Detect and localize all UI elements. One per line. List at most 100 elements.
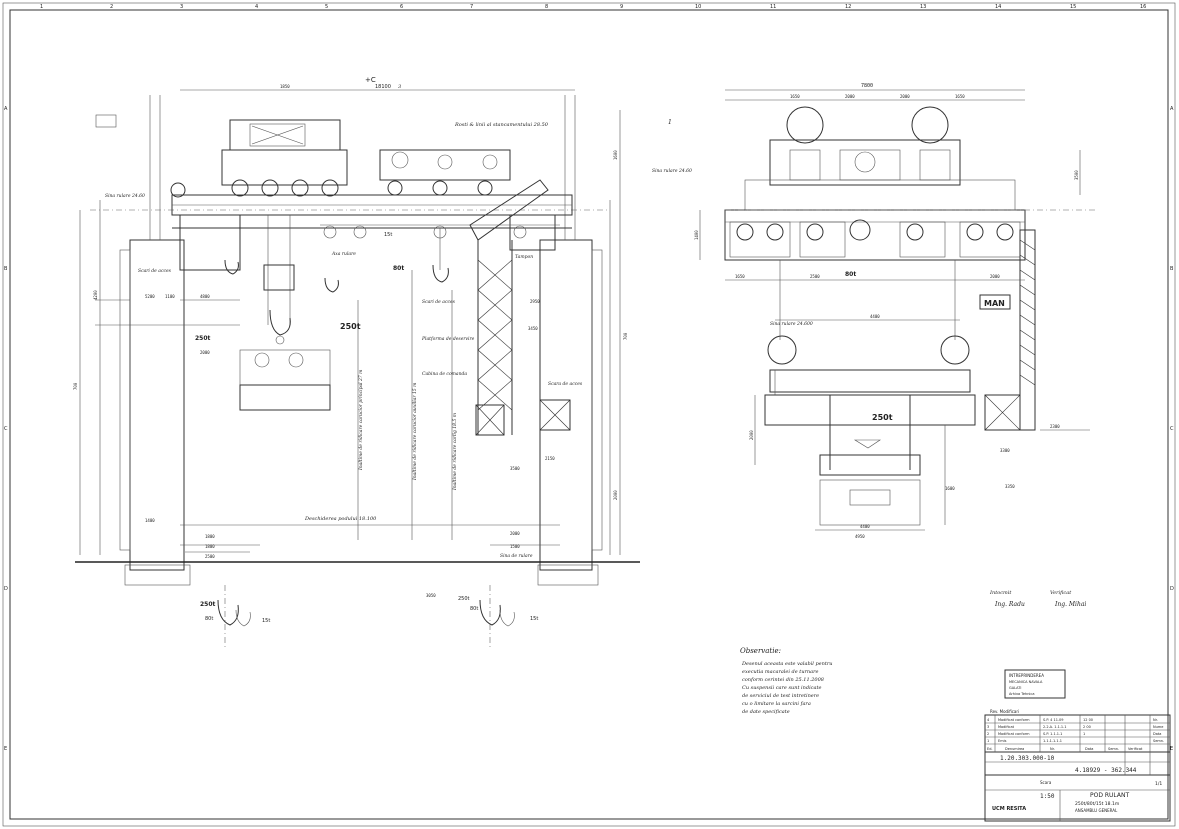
side-label-capacity-small: 80t bbox=[845, 271, 856, 278]
zone-d: D bbox=[4, 586, 8, 592]
right-col-2: Nume bbox=[1153, 725, 1163, 729]
main-hook-block bbox=[239, 215, 331, 411]
aux-trolley bbox=[379, 149, 511, 196]
note-line-5: de serviciul de test intretinere bbox=[742, 693, 819, 699]
label-stairs: Scari de acces bbox=[422, 299, 456, 305]
label-runway-level: Sina rulare 24.60 bbox=[105, 193, 145, 199]
drawing-code: 4.18929 - 362.344 bbox=[1075, 767, 1137, 774]
side-dimension-lines bbox=[699, 89, 1095, 531]
zone-13: 13 bbox=[920, 4, 926, 10]
zone-letters-left: A B C D E bbox=[4, 106, 8, 752]
col-data: Data bbox=[1085, 747, 1093, 751]
zone-3: 3 bbox=[180, 4, 183, 10]
zone-d-right: D bbox=[1170, 586, 1174, 592]
dim-14: 1400 bbox=[145, 518, 155, 523]
rev-4-num: 1 bbox=[987, 739, 989, 743]
aux-hook bbox=[224, 228, 449, 293]
side-subdim-3: 2000 bbox=[900, 94, 910, 99]
rev-2-desc: Modificat bbox=[998, 725, 1015, 729]
marker-3: 3 bbox=[398, 84, 401, 90]
note-line-2: executia macaralei de turnare bbox=[742, 669, 819, 675]
man-box: MAN bbox=[979, 294, 1011, 310]
side-dim-v3: 2000 bbox=[749, 430, 754, 440]
side-dim-6: 4950 bbox=[855, 534, 865, 539]
dim-top-span: 18100 bbox=[375, 84, 391, 90]
dim-vertical-4: 700 bbox=[623, 332, 628, 340]
side-dim-10: 3350 bbox=[1005, 484, 1015, 489]
side-dim-3: 4400 bbox=[870, 314, 880, 319]
title-line-1: POD RULANT bbox=[1090, 792, 1130, 799]
side-dim-4: 2000 bbox=[990, 274, 1000, 279]
label-capacity-aux: 80t bbox=[393, 265, 404, 272]
rev-3-desc: Modificat conform bbox=[998, 732, 1030, 736]
dim-7: 3450 bbox=[528, 326, 538, 331]
side-label-runway: Sina rulare 24.600 bbox=[770, 321, 813, 327]
zone-9: 9 bbox=[620, 4, 623, 10]
title-block: Rev. Modificari 4 Modificat conform S.P.… bbox=[984, 709, 1171, 822]
scale-label: Scara bbox=[1040, 780, 1052, 785]
rev-1-desc: Modificat conform bbox=[998, 718, 1030, 722]
zone-12: 12 bbox=[845, 4, 851, 10]
note-line-6: cu o limitare la sarcini fara bbox=[742, 701, 811, 707]
label-left-access: Scari de acces bbox=[138, 268, 172, 274]
walkway-platform bbox=[320, 224, 560, 239]
zone-15: 15 bbox=[1070, 4, 1076, 10]
side-dim-top: 7800 bbox=[861, 83, 873, 89]
zone-e-right: E bbox=[1170, 746, 1173, 752]
zone-16: 16 bbox=[1140, 4, 1146, 10]
side-subdim-4: 1650 bbox=[955, 94, 965, 99]
access-stairs bbox=[469, 179, 571, 436]
stamp-line-4: Arhiva Tehnica bbox=[1009, 692, 1034, 696]
label-platform: Platforma de deservire bbox=[421, 336, 475, 342]
side-label-rail: Sina rulare 24.60 bbox=[652, 168, 692, 174]
dim-4: 4800 bbox=[200, 294, 210, 299]
building-columns bbox=[90, 95, 610, 571]
load-hook-4: 250t bbox=[458, 596, 470, 602]
title-line-3: ANSAMBLU GENERAL bbox=[1075, 808, 1118, 813]
side-dim-9: 1600 bbox=[945, 486, 955, 491]
floor-line bbox=[75, 561, 640, 586]
drawing-number: 1.20.303.000-10 bbox=[1000, 755, 1055, 762]
side-dimension-values: 1650 2000 2000 1650 1650 2500 4400 2000 … bbox=[694, 94, 1079, 539]
side-view-labels: 7800 1 Sina rulare 24.60 Sina rulare 24.… bbox=[652, 83, 893, 422]
label-axis: Axa rulare bbox=[331, 251, 356, 257]
side-marker-1: 1 bbox=[668, 119, 672, 126]
zone-6: 6 bbox=[400, 4, 403, 10]
rev-2-num: 3 bbox=[987, 725, 989, 729]
dim-2: 5200 bbox=[145, 294, 155, 299]
zone-2: 2 bbox=[110, 4, 113, 10]
load-hook-1: 250t bbox=[200, 601, 216, 608]
rev-2-date: 2 00 bbox=[1083, 725, 1091, 729]
lower-hook-positions bbox=[217, 585, 515, 650]
label-lift-aux: Inaltime de ridicare carucior auxiliar 1… bbox=[412, 383, 418, 481]
main-trolley bbox=[170, 119, 348, 198]
note-line-7: de date specificate bbox=[742, 709, 790, 715]
rev-2-ref: 2.2.A. 1.1.1.1 bbox=[1043, 725, 1066, 729]
label-capacity-trolley: 250t bbox=[340, 322, 361, 331]
side-dim-7: 2300 bbox=[1050, 424, 1060, 429]
zone-b: B bbox=[4, 266, 8, 272]
rev-1-date: 12 00 bbox=[1083, 718, 1093, 722]
scale-value: 1:50 bbox=[1040, 793, 1055, 800]
front-view-labels: +C 18100 3 Rosti & linii al stancamentul… bbox=[105, 76, 583, 624]
label-lift-main: Inaltime de ridicare carucior principal … bbox=[358, 370, 364, 471]
side-dim-8: 3300 bbox=[1000, 448, 1010, 453]
side-dim-1: 1650 bbox=[735, 274, 745, 279]
bridge-girder bbox=[171, 194, 573, 271]
zone-c: C bbox=[4, 426, 8, 432]
label-rail-level: Rosti & linii al stancamentului 28.50 bbox=[454, 122, 549, 128]
side-dim-v1: 1400 bbox=[694, 230, 699, 240]
zone-7: 7 bbox=[470, 4, 473, 10]
archive-stamp: INTREPRINDEREA MECANICA NAVALA GALATI Ar… bbox=[1004, 669, 1066, 699]
rev-3-num: 2 bbox=[987, 732, 989, 736]
rev-4-desc: Emis bbox=[998, 739, 1007, 743]
company-name: UCM RESITA bbox=[992, 806, 1026, 812]
sig-1: Ing. Radu bbox=[994, 601, 1025, 608]
rev-3-date: 1 bbox=[1083, 732, 1085, 736]
dim-8: 1800 bbox=[205, 534, 215, 539]
stamp-line-3: GALATI bbox=[1009, 686, 1021, 690]
rev-1-ref: S.P. 4 11.09 bbox=[1043, 718, 1063, 722]
label-lift-hook: Inaltime de ridicare carlig 18.5 m bbox=[452, 413, 458, 491]
